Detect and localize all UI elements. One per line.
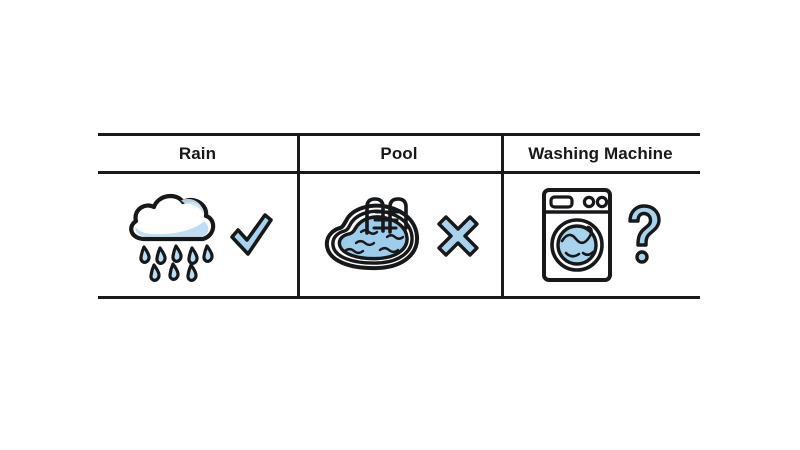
- table-cell-rain: [98, 174, 297, 296]
- table-cell-washing-machine: [501, 174, 700, 296]
- table-column-divider-2: [501, 133, 504, 299]
- washing-machine-icon: [538, 185, 616, 285]
- table-cell-pool: [297, 174, 501, 296]
- rain-cloud-icon: [121, 187, 221, 283]
- table-body-row: [98, 174, 700, 296]
- table-header-border: [98, 171, 700, 174]
- comparison-table: Rain Pool Washing Machine: [98, 133, 700, 299]
- column-header-label: Washing Machine: [528, 143, 673, 163]
- question-mark-icon: [622, 204, 664, 266]
- column-header-label: Pool: [380, 143, 418, 163]
- cross-mark-icon: [434, 209, 482, 261]
- column-header-pool: Pool: [297, 136, 501, 171]
- table-header-row: Rain Pool Washing Machine: [98, 136, 700, 171]
- table-column-divider-1: [297, 133, 300, 299]
- column-header-washing-machine: Washing Machine: [501, 136, 700, 171]
- swimming-pool-icon: [316, 187, 428, 283]
- column-header-rain: Rain: [98, 136, 297, 171]
- check-mark-icon: [227, 209, 275, 261]
- column-header-label: Rain: [178, 143, 217, 163]
- table-bottom-border: [98, 296, 700, 299]
- table-top-border: [98, 133, 700, 136]
